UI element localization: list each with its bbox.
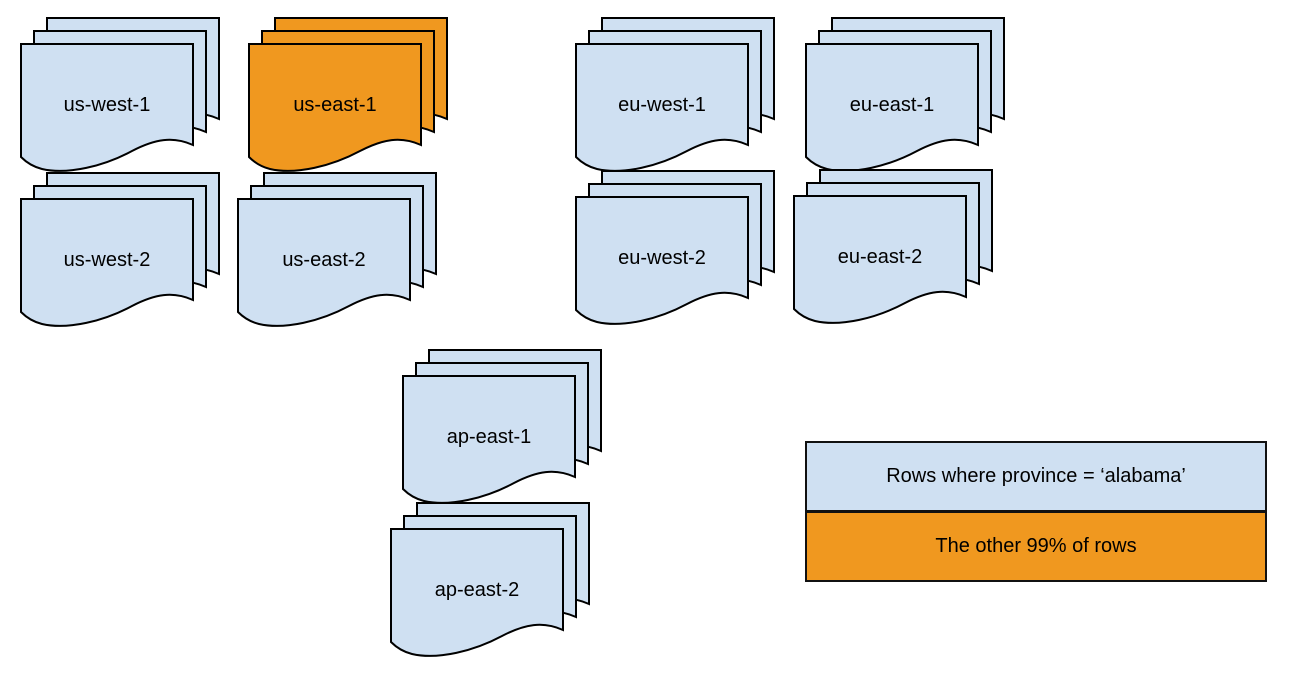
region-stack-eu-east-2: eu-east-2 xyxy=(791,165,997,327)
region-stack-eu-west-2: eu-west-2 xyxy=(573,166,779,328)
region-label: us-east-2 xyxy=(282,249,365,271)
region-stack-ap-east-1: ap-east-1 xyxy=(400,345,606,507)
region-label: eu-east-1 xyxy=(850,94,935,116)
region-label: us-west-2 xyxy=(64,249,151,271)
region-label: eu-west-2 xyxy=(618,247,706,269)
legend-item-alabama-rows: Rows where province = ‘alabama’ xyxy=(805,441,1267,512)
region-label: us-east-1 xyxy=(293,94,376,116)
region-stack-eu-west-1: eu-west-1 xyxy=(573,13,779,175)
region-label: eu-east-2 xyxy=(838,246,923,268)
region-stack-eu-east-1: eu-east-1 xyxy=(803,13,1009,175)
region-stack-us-west-1: us-west-1 xyxy=(18,13,224,175)
region-stack-us-east-2: us-east-2 xyxy=(235,168,441,330)
legend-item-label: Rows where province = ‘alabama’ xyxy=(886,465,1186,487)
region-stack-us-west-2: us-west-2 xyxy=(18,168,224,330)
region-stack-ap-east-2: ap-east-2 xyxy=(388,498,594,660)
legend: Rows where province = ‘alabama’ The othe… xyxy=(805,441,1267,582)
region-label: eu-west-1 xyxy=(618,94,706,116)
region-stack-us-east-1: us-east-1 xyxy=(246,13,452,175)
region-label: us-west-1 xyxy=(64,94,151,116)
region-label: ap-east-2 xyxy=(435,579,520,601)
legend-item-other-rows: The other 99% of rows xyxy=(805,511,1267,582)
legend-item-label: The other 99% of rows xyxy=(935,535,1137,557)
region-label: ap-east-1 xyxy=(447,426,532,448)
